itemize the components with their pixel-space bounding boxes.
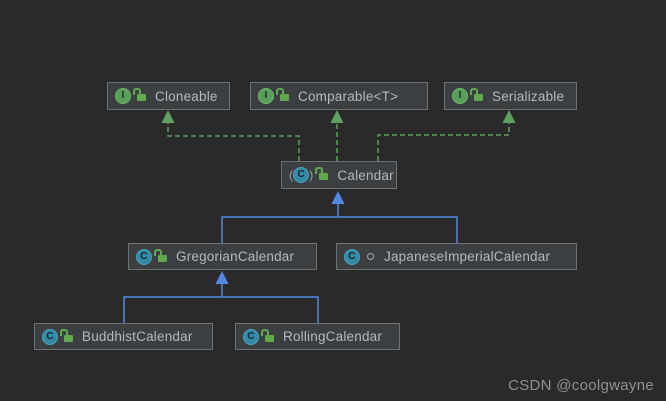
class-icon: C <box>293 167 310 183</box>
class-node-rollingcalendar[interactable]: C RollingCalendar <box>235 323 400 350</box>
public-visibility-icon <box>315 167 329 180</box>
class-node-gregoriancalendar[interactable]: C GregorianCalendar <box>128 243 317 270</box>
edge-calendar-serializable <box>377 110 516 161</box>
class-icon: C <box>42 328 58 345</box>
node-label: RollingCalendar <box>283 329 383 344</box>
node-label: GregorianCalendar <box>176 249 295 264</box>
node-label: Serializable <box>492 88 565 104</box>
class-node-buddhistcalendar[interactable]: C BuddhistCalendar <box>34 323 213 350</box>
abstract-paren-open: ( <box>289 168 294 182</box>
interface-icon: I <box>452 88 468 104</box>
package-private-visibility-icon <box>367 253 374 260</box>
class-icon: C <box>136 248 152 265</box>
class-node-cloneable[interactable]: I Cloneable <box>107 82 230 110</box>
public-visibility-icon <box>133 88 146 101</box>
class-icon: C <box>344 248 360 265</box>
public-visibility-icon <box>154 248 167 262</box>
node-label: Cloneable <box>155 88 218 104</box>
class-icon: C <box>243 328 259 345</box>
interface-icon: I <box>258 88 274 104</box>
edge-subclasses-gregorian <box>123 271 319 323</box>
csdn-watermark: CSDN @coolgwayne <box>508 377 654 394</box>
public-visibility-icon <box>470 88 483 101</box>
abstract-paren-close: ) <box>309 168 314 182</box>
edge-calendar-cloneable <box>161 110 300 161</box>
class-node-comparable[interactable]: I Comparable<T> <box>250 82 428 110</box>
abstract-class-icon: ( C ) <box>289 167 313 183</box>
node-label: Comparable<T> <box>298 88 399 104</box>
public-visibility-icon <box>276 88 289 101</box>
edge-subclasses-calendar <box>221 191 458 243</box>
node-label: BuddhistCalendar <box>82 329 193 344</box>
class-node-japaneseimperialcalendar[interactable]: C JapaneseImperialCalendar <box>336 243 577 270</box>
edge-calendar-comparable <box>330 110 344 161</box>
node-label: JapaneseImperialCalendar <box>384 249 551 264</box>
public-visibility-icon <box>261 328 274 342</box>
class-node-serializable[interactable]: I Serializable <box>444 82 577 110</box>
node-label: Calendar <box>337 167 394 183</box>
interface-icon: I <box>115 88 131 104</box>
public-visibility-icon <box>60 328 73 342</box>
class-node-calendar[interactable]: ( C ) Calendar <box>281 161 397 189</box>
